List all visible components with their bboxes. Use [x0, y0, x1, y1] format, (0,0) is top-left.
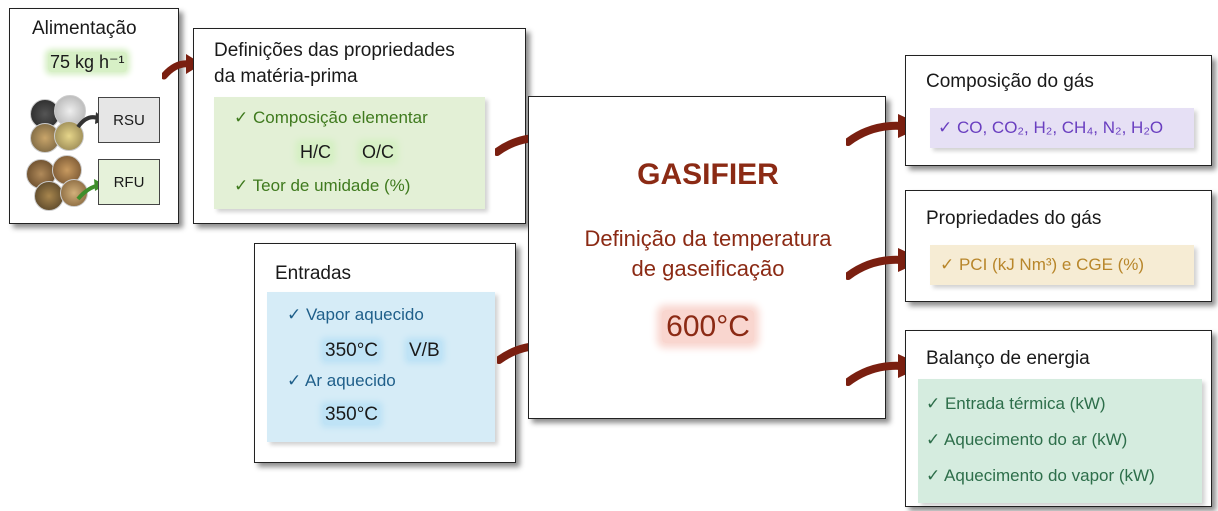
energy-balance-title: Balanço de energia — [926, 348, 1090, 369]
ratio-oc: O/C — [360, 141, 397, 163]
ratio-hc-value: H/C — [298, 142, 333, 162]
feedstock-box: Definições das propriedades da matéria-p… — [193, 28, 526, 224]
energy-item-steam-heating: ✓ Aquecimento do vapor (kW) — [926, 466, 1155, 485]
ratio-hc: H/C — [298, 141, 333, 163]
feed-title: Alimentação — [32, 18, 137, 39]
feed-rate: 75 kg h⁻¹ — [48, 51, 127, 73]
feedstock-title-line1: Definições das propriedades — [214, 40, 455, 61]
feed-rate-value: 75 kg h⁻¹ — [48, 52, 127, 72]
energy-balance-panel: ✓ Entrada térmica (kW) ✓ Aquecimento do … — [918, 379, 1202, 503]
waste-sample-image — [54, 121, 84, 151]
gasifier-title: GASIFIER — [637, 158, 779, 191]
biomass-sample-image — [34, 181, 64, 211]
air-temperature: 350°C — [323, 404, 381, 426]
rsu-chip: RSU — [98, 97, 160, 143]
feedstock-title-line2: da matéria-prima — [214, 66, 358, 87]
feedstock-item-moisture: ✓ Teor de umidade (%) — [234, 176, 411, 195]
energy-balance-box: Balanço de energia ✓ Entrada térmica (kW… — [905, 330, 1212, 507]
steam-ratio: V/B — [407, 340, 442, 362]
inputs-item-air: ✓ Ar aquecido — [287, 371, 396, 390]
energy-item-air-heating: ✓ Aquecimento do ar (kW) — [926, 430, 1128, 449]
gas-properties-items: ✓ PCI (kJ Nm³) e CGE (%) — [940, 255, 1145, 274]
gasifier-temperature: 600°C — [529, 309, 887, 345]
rfu-label: RFU — [113, 173, 145, 191]
steam-ratio-value: V/B — [407, 340, 442, 361]
inputs-title: Entradas — [275, 263, 352, 284]
gasifier-subtitle-line2: de gaseificação — [631, 256, 785, 281]
gas-properties-panel: ✓ PCI (kJ Nm³) e CGE (%) — [930, 245, 1194, 285]
ratio-oc-value: O/C — [360, 142, 397, 162]
rsu-label: RSU — [113, 111, 145, 129]
gasifier-box: GASIFIER Definição da temperatura de gas… — [528, 96, 886, 419]
feedstock-item-composition: ✓ Composição elementar — [234, 108, 428, 127]
rfu-chip: RFU — [98, 159, 160, 205]
inputs-panel: ✓ Vapor aquecido 350°C V/B ✓ Ar aquecido… — [267, 292, 495, 442]
gas-composition-panel: ✓ CO, CO₂, H₂, CH₄, N₂, H₂O — [930, 108, 1194, 148]
biomass-sample-image — [60, 179, 88, 207]
gasifier-temperature-value: 600°C — [662, 310, 754, 343]
gasifier-subtitle-line1: Definição da temperatura — [584, 226, 832, 251]
gas-properties-box: Propriedades do gás ✓ PCI (kJ Nm³) e CGE… — [905, 190, 1212, 302]
feedstock-panel: ✓ Composição elementar H/C O/C ✓ Teor de… — [214, 97, 485, 209]
air-temperature-value: 350°C — [323, 404, 381, 425]
gas-composition-items: ✓ CO, CO₂, H₂, CH₄, N₂, H₂O — [938, 118, 1164, 137]
inputs-box: Entradas ✓ Vapor aquecido 350°C V/B ✓ Ar… — [254, 243, 516, 463]
gas-properties-title: Propriedades do gás — [926, 208, 1102, 229]
energy-item-thermal-input: ✓ Entrada térmica (kW) — [926, 394, 1106, 413]
inputs-item-steam: ✓ Vapor aquecido — [287, 305, 424, 324]
gas-composition-title: Composição do gás — [926, 71, 1094, 92]
feed-box: Alimentação 75 kg h⁻¹ RSU RFU — [9, 8, 179, 224]
steam-temperature-value: 350°C — [323, 340, 381, 361]
steam-temperature: 350°C — [323, 340, 381, 362]
gas-composition-box: Composição do gás ✓ CO, CO₂, H₂, CH₄, N₂… — [905, 55, 1212, 166]
